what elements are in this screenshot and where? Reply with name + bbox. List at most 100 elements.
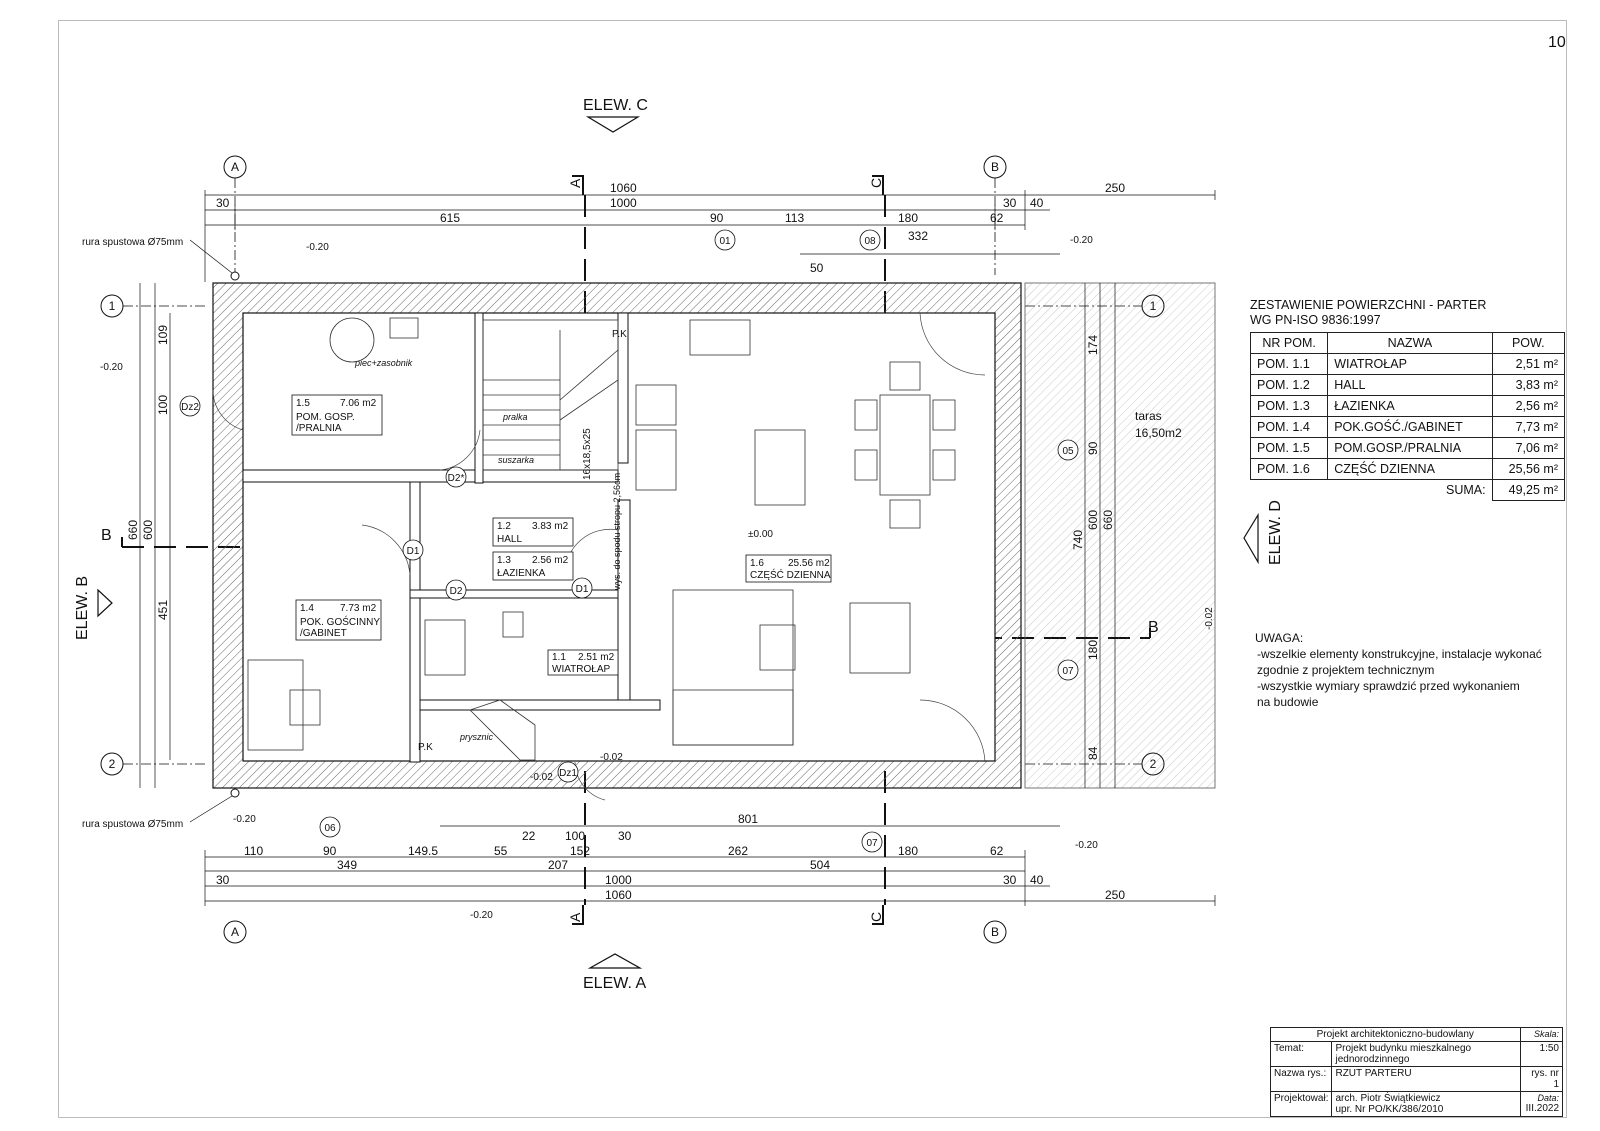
dim-bot-55: 55 [494,844,508,858]
downpipe-top: rura spustowa Ø75mm [82,237,240,281]
dim-bot-180: 180 [898,844,918,858]
scale-value: 1:50 [1519,1041,1563,1067]
elevation-b-marker: ELEW. B [74,576,113,640]
level-marker-top-right: -0.20 [1070,235,1093,246]
level-marker-entry: -0.02 [530,772,553,783]
svg-text:D2*: D2* [448,473,465,484]
date-label: Data: [1537,1093,1559,1103]
dim-right-600: 600 [1086,510,1100,530]
dim-bot-100: 100 [565,829,585,843]
dim-top-ext: 40 [1030,196,1044,210]
dim-top-50: 50 [810,261,824,275]
level-marker-top-left: -0.20 [306,242,329,253]
floor-level: ±0.00 [748,529,773,540]
ceiling-height-note: wys. do spodu stropu 2,56cm [612,473,622,591]
dim-bot-62: 62 [990,844,1004,858]
dim-right-84: 84 [1086,746,1100,760]
svg-text:1.1: 1.1 [552,652,566,663]
bathroom-fixtures [424,611,536,761]
dim-top-113: 113 [785,211,804,225]
scale-label: Skala: [1533,1029,1559,1039]
sum-label: SUMA: [1445,483,1486,498]
date-value: III.2022 [1525,1103,1559,1114]
staircase [482,319,619,471]
office-desk [247,659,321,751]
title-block-table: Projekt architektoniczno-budowlany Skala… [1269,1027,1563,1117]
axis-a-top: A [223,155,247,275]
exterior-walls [212,282,1022,789]
svg-text:06: 06 [324,823,336,834]
dim-bot-207: 207 [548,858,568,872]
header-name: NAZWA [1327,332,1493,354]
kitchen-unit [635,319,806,506]
dim-bot-349: 349 [337,858,357,872]
svg-text:3.83 m2: 3.83 m2 [532,521,569,532]
drawing-name: RZUT PARTERU [1331,1066,1521,1092]
note-item: -wszystkie wymiary sprawdzić przed wykon… [1257,679,1520,709]
svg-text:2: 2 [109,757,116,771]
drawing-sheet [58,20,1567,1118]
downpipe-bottom: rura spustowa Ø75mm [82,788,240,830]
note-item: -wszelkie elementy konstrukcyjne, instal… [1257,647,1542,677]
sum-value: 49,25 m² [1491,479,1566,501]
shower-label: prysznic [459,732,494,742]
door-tag-d2: D2 [445,579,467,601]
dim-bot-22: 22 [522,829,536,843]
bottom-dimension-chain [204,825,1216,906]
room-name-line: /PRALNIA [296,423,342,434]
dim-right-180: 180 [1086,640,1100,660]
dim-bot-110: 110 [244,844,263,858]
svg-text:05: 05 [1062,446,1074,457]
title-block: Projekt architektoniczno-budowlany Skala… [1269,1027,1563,1117]
dim-bot-801: 801 [738,812,758,826]
stove-label: piec+zasobnik [354,358,413,368]
washer-label: pralka [502,412,528,422]
dim-left-660: 660 [126,520,140,540]
svg-text:D2: D2 [450,586,463,597]
header-area: POW. [1491,332,1566,354]
svg-text:Dz2: Dz2 [181,402,199,413]
drawing-label: Nazwa rys.: [1269,1066,1333,1092]
dim-top-inner: 1000 [610,196,637,210]
dim-top-615: 615 [440,211,460,225]
interior-walls [242,312,661,763]
room-name-line: POK. GOŚCINNY [300,615,380,628]
topic-label: Temat: [1269,1041,1333,1067]
dim-top-wall-left: 30 [216,196,230,210]
notes-title: UWAGA: [1255,631,1304,645]
level-marker-bottom-left: -0.20 [233,814,256,825]
svg-text:D1: D1 [576,584,589,595]
dim-bot-30-mid: 30 [618,829,632,843]
svg-text:07: 07 [1062,666,1074,677]
dim-bot-90: 90 [323,844,337,858]
elevation-d-label: ELEW. D [1267,500,1284,565]
svg-text:A: A [231,160,239,174]
svg-text:1.5: 1.5 [296,398,310,409]
dim-bot-504: 504 [810,858,830,872]
dim-left-109: 109 [156,325,170,345]
svg-text:1.3: 1.3 [497,555,511,566]
dim-bot-1060: 1060 [605,888,632,902]
area-title-text: ZESTAWIENIE POWIERZCHNI - PARTER [1250,298,1487,312]
topic: Projekt budynku mieszkalnego jednorodzin… [1331,1041,1521,1067]
dim-bot-40: 40 [1030,873,1044,887]
svg-text:1.4: 1.4 [300,603,314,614]
header-room-no: NR POM. [1249,332,1329,354]
window-tag-01: 01 [714,229,736,251]
svg-text:WIATROŁAP: WIATROŁAP [552,664,610,675]
stairs-label: 16x18,5x25 [582,428,593,480]
dim-right-174: 174 [1086,335,1100,355]
dim-bot-1000: 1000 [605,873,632,887]
room-1-4-label: 1.4 7.73 m2 POK. GOŚCINNY /GABINET [295,599,382,641]
svg-text:1.6: 1.6 [750,558,764,569]
dim-left-100: 100 [156,395,170,415]
room-name-line: POM. GOSP. [296,412,355,423]
level-marker-bottom-right: -0.20 [1075,840,1098,851]
svg-text:7.06 m2: 7.06 m2 [340,398,377,409]
door-tag-dz1: Dz1 [557,761,579,783]
elevation-a-label: ELEW. A [583,975,646,992]
door-tag-dz2: Dz2 [179,395,201,417]
